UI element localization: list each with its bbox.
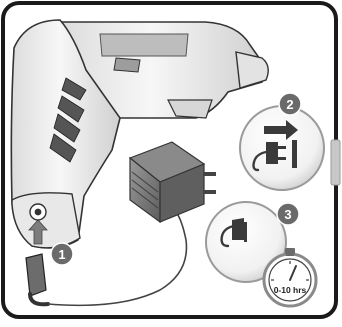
grip-rib bbox=[49, 133, 77, 163]
panel-side-tab bbox=[330, 139, 341, 186]
grip-rib bbox=[61, 77, 87, 101]
barrel-plug bbox=[25, 219, 50, 307]
adapter-prong bbox=[204, 172, 216, 176]
adapter-rib bbox=[131, 179, 159, 201]
charging-cable bbox=[47, 211, 188, 307]
arrow-right-icon bbox=[264, 120, 298, 140]
plug-arrow bbox=[28, 219, 48, 245]
head-vent-slot bbox=[99, 33, 189, 57]
timer-label: 0-10 hrs bbox=[274, 285, 307, 295]
charging-port-pin bbox=[34, 208, 42, 216]
direction-switch bbox=[113, 57, 141, 73]
stopwatch-button bbox=[286, 252, 294, 256]
step3-bubble: 3 bbox=[205, 201, 300, 283]
cordless-screwdriver bbox=[10, 19, 269, 249]
wall-socket-icon bbox=[292, 140, 297, 168]
adapter-rib bbox=[131, 187, 159, 209]
step2-number: 2 bbox=[286, 97, 293, 112]
adapter-rib bbox=[131, 171, 159, 193]
stopwatch-hand bbox=[289, 265, 297, 281]
plug-body bbox=[25, 253, 47, 297]
step2-badge bbox=[278, 92, 302, 116]
step1-number: 1 bbox=[58, 247, 65, 262]
plug-icon bbox=[220, 218, 247, 248]
adapter-prong bbox=[204, 190, 216, 194]
screwdriver-trigger bbox=[167, 99, 213, 119]
grip-rib bbox=[53, 113, 81, 143]
step3-number: 3 bbox=[284, 207, 291, 222]
wall-adapter bbox=[128, 141, 216, 224]
plug-insert-icon bbox=[252, 142, 286, 172]
grip-rib bbox=[57, 95, 85, 123]
stopwatch-icon: 0-10 hrs bbox=[262, 248, 318, 308]
step1-badge bbox=[50, 242, 74, 266]
step2-bubble: 2 bbox=[239, 92, 325, 191]
screwdriver-nose bbox=[235, 51, 269, 89]
adapter-side bbox=[159, 163, 205, 223]
step3-badge bbox=[276, 202, 300, 226]
step1-badge-group: 1 bbox=[50, 242, 74, 266]
plug-cable-bend bbox=[28, 292, 50, 307]
